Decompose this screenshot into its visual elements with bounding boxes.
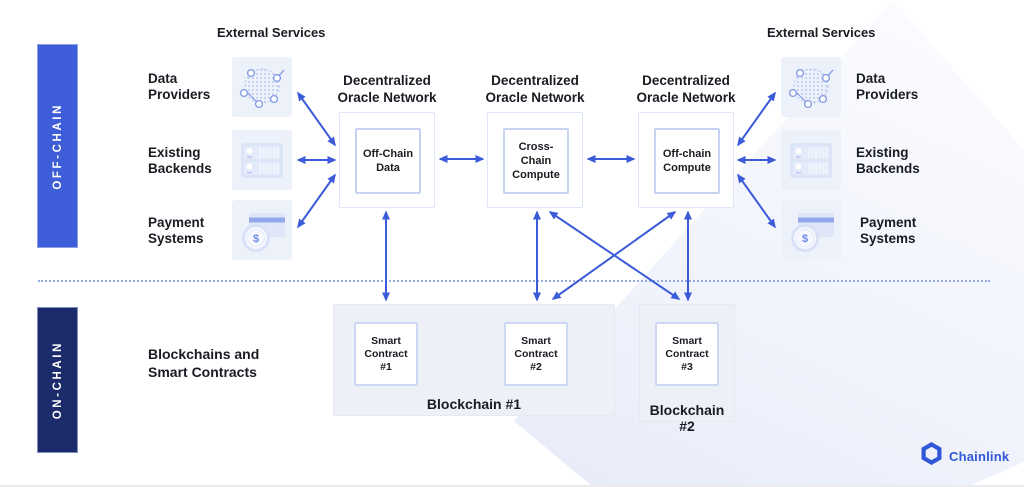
external-services-heading-right: External Services bbox=[767, 25, 876, 40]
blockchain-1-container: Smart Contract #1 Smart Contract #2 Bloc… bbox=[333, 304, 615, 416]
chainlink-hexagon-icon bbox=[921, 442, 942, 470]
onchain-label: ON-CHAIN bbox=[51, 340, 64, 420]
label-data-providers-right: Data Providers bbox=[856, 71, 919, 102]
data-providers-tile-left bbox=[232, 57, 292, 117]
payment-systems-tile-right: $ bbox=[781, 200, 841, 260]
onchain-section-bar: ON-CHAIN bbox=[37, 307, 78, 453]
chainlink-logo: Chainlink bbox=[921, 442, 1009, 470]
oracle-network-heading-2: Decentralized Oracle Network bbox=[485, 73, 585, 105]
page-bottom-divider bbox=[0, 485, 1024, 487]
oracle-network-box-1: Off-Chain Data bbox=[339, 112, 435, 208]
external-services-heading-left: External Services bbox=[217, 25, 326, 40]
smart-contract-2: Smart Contract #2 bbox=[504, 322, 568, 386]
label-data-providers-left: Data Providers bbox=[148, 71, 211, 102]
blockchain-1-label: Blockchain #1 bbox=[426, 396, 522, 412]
crosschain-compute-node: Cross-Chain Compute bbox=[503, 128, 569, 194]
offchain-label: OFF-CHAIN bbox=[51, 102, 64, 190]
payment-card-icon: $ bbox=[232, 200, 292, 260]
chainlink-wordmark: Chainlink bbox=[949, 448, 1010, 464]
oracle-network-box-3: Off-chain Compute bbox=[638, 112, 734, 208]
offchain-compute-node: Off-chain Compute bbox=[654, 128, 720, 194]
network-globe-icon bbox=[232, 57, 292, 117]
smart-contract-3: Smart Contract #3 bbox=[655, 322, 719, 386]
label-existing-backends-right: Existing Backends bbox=[856, 145, 920, 176]
payment-card-icon: $ bbox=[781, 200, 841, 260]
smart-contract-1: Smart Contract #1 bbox=[354, 322, 418, 386]
oracle-network-heading-1: Decentralized Oracle Network bbox=[337, 73, 437, 105]
server-icon bbox=[232, 130, 292, 190]
oracle-network-heading-3: Decentralized Oracle Network bbox=[636, 73, 736, 105]
dollar-symbol: $ bbox=[253, 233, 259, 245]
offchain-onchain-divider bbox=[38, 280, 990, 282]
server-icon bbox=[781, 130, 841, 190]
blockchains-section-label: Blockchains and Smart Contracts bbox=[148, 346, 260, 380]
dollar-symbol: $ bbox=[802, 233, 808, 245]
existing-backends-tile-left bbox=[232, 130, 292, 190]
blockchain-2-container: Smart Contract #3 Blockchain #2 bbox=[639, 304, 735, 434]
label-existing-backends-left: Existing Backends bbox=[148, 145, 212, 176]
oracle-network-box-2: Cross-Chain Compute bbox=[487, 112, 583, 208]
payment-systems-tile-left: $ bbox=[232, 200, 292, 260]
existing-backends-tile-right bbox=[781, 130, 841, 190]
label-payment-systems-right: Payment Systems bbox=[860, 215, 917, 246]
network-globe-icon bbox=[781, 57, 841, 117]
blockchain-2-label: Blockchain #2 bbox=[649, 402, 725, 434]
offchain-section-bar: OFF-CHAIN bbox=[37, 44, 78, 248]
offchain-data-node: Off-Chain Data bbox=[355, 128, 421, 194]
label-payment-systems-left: Payment Systems bbox=[148, 215, 205, 246]
data-providers-tile-right bbox=[781, 57, 841, 117]
